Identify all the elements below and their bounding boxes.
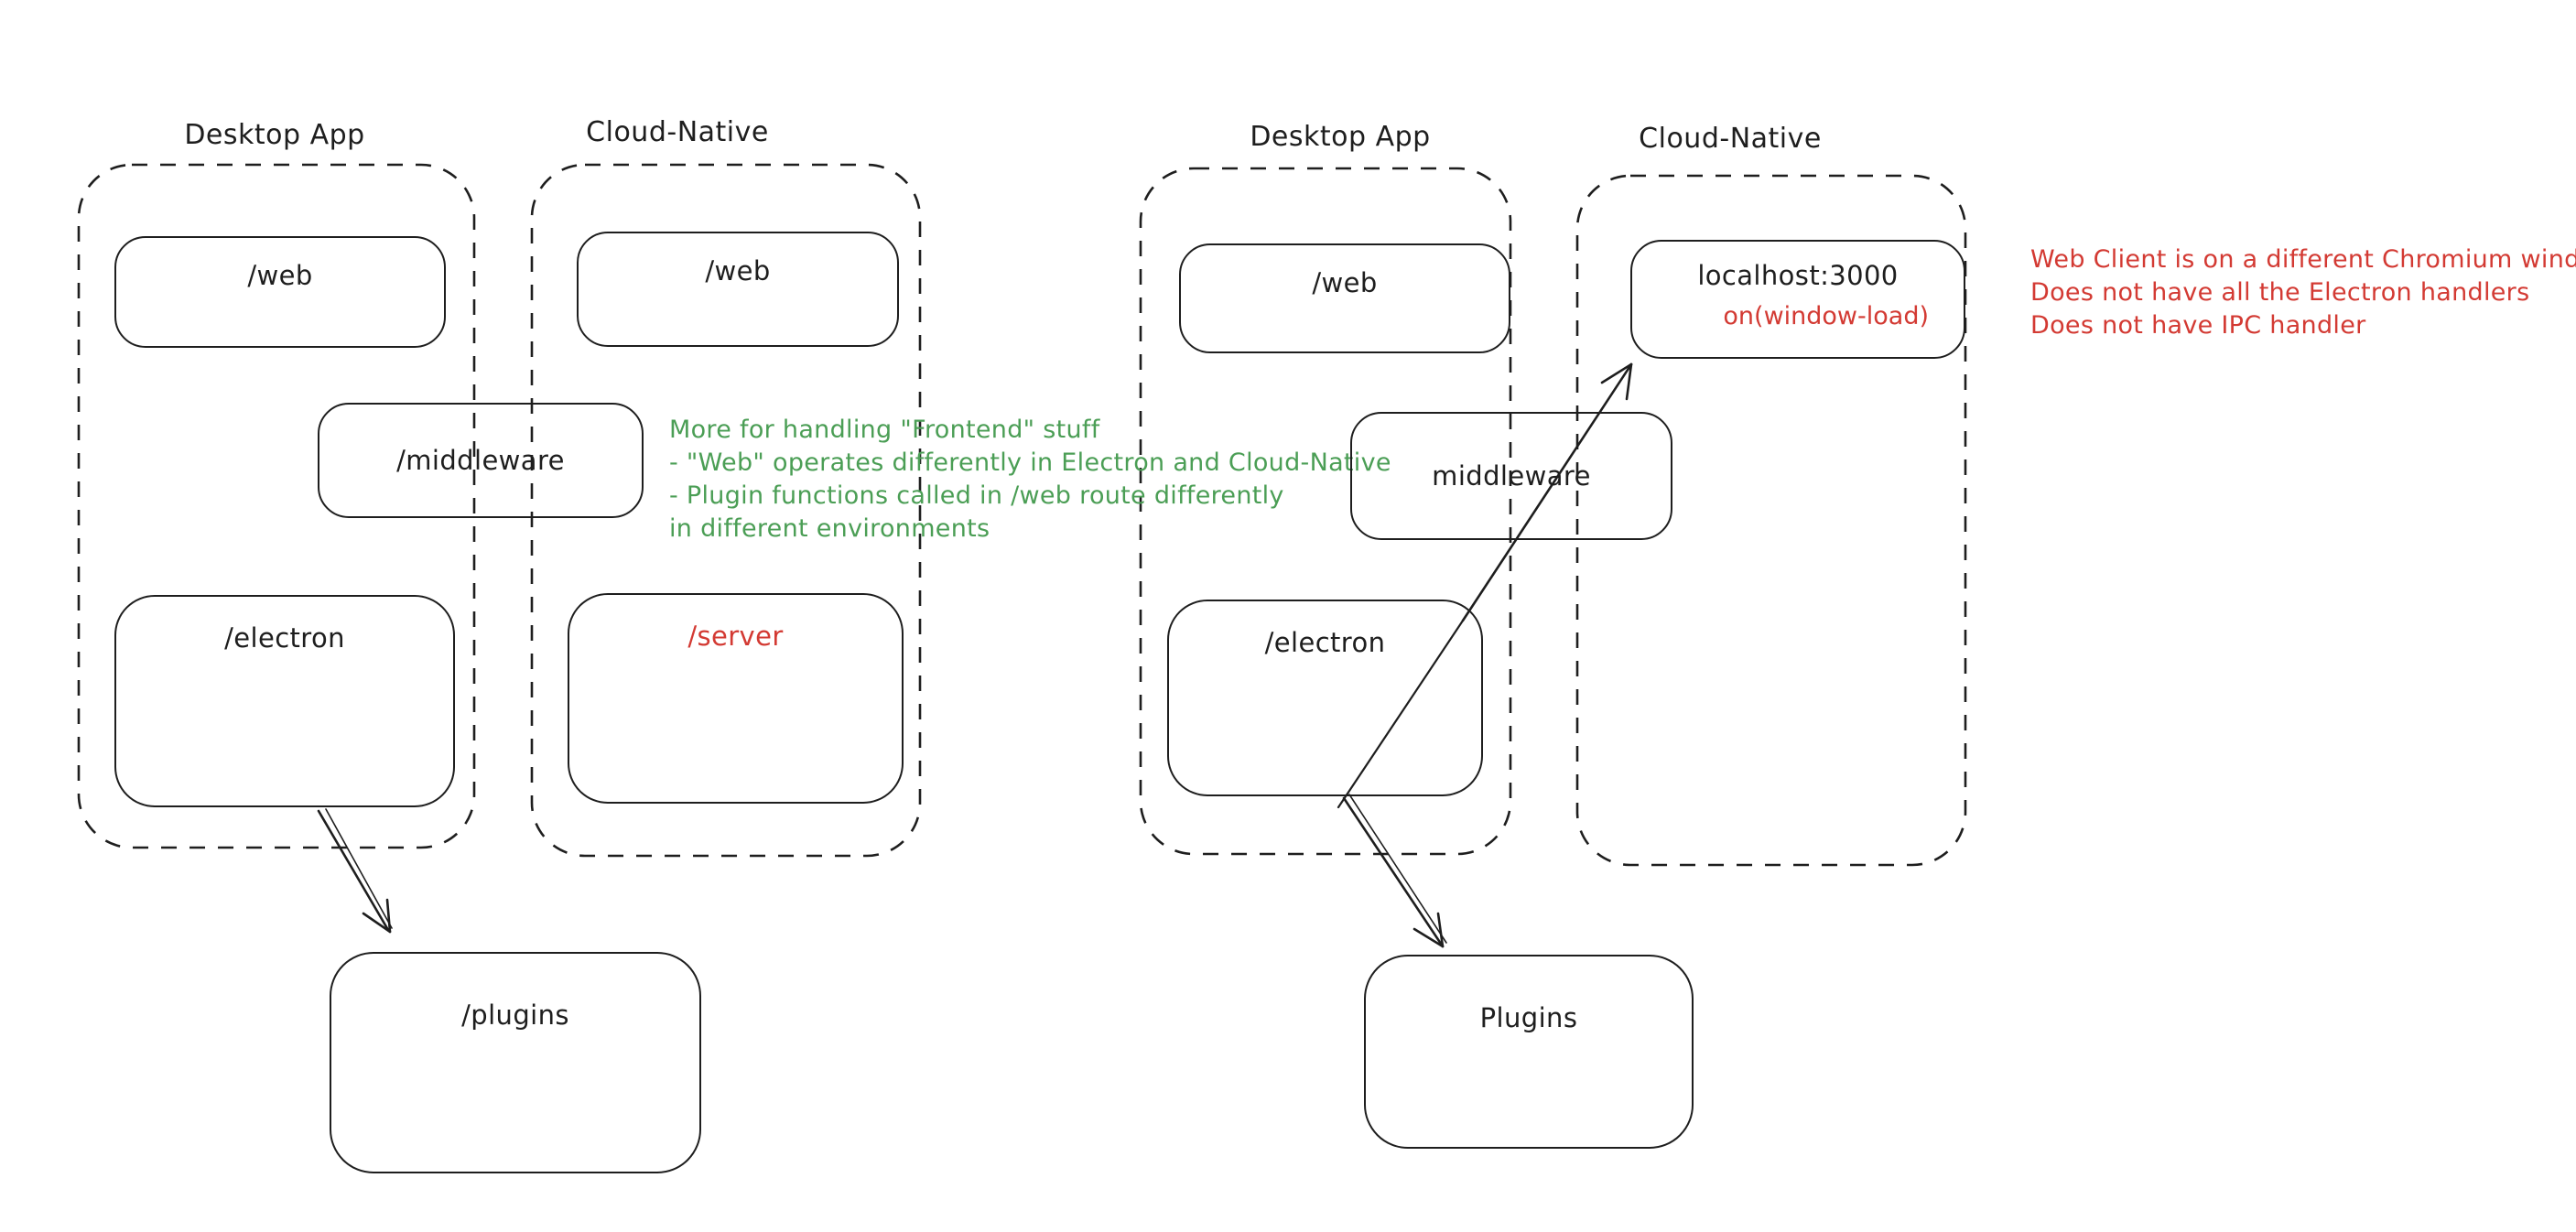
left-server-box-label: /server	[687, 621, 784, 652]
right-web-box: /web	[1179, 243, 1510, 353]
red-annotation: Web Client is on a different Chromium wi…	[2030, 243, 2576, 342]
arrow-left-electron-to-plugins-icon	[317, 808, 393, 934]
left-middleware-box-label: /middleware	[396, 445, 565, 476]
right-plugins-box-label: Plugins	[1479, 1002, 1578, 1033]
left-middleware-box: /middleware	[318, 403, 644, 518]
right-web-box-label: /web	[1312, 267, 1378, 298]
right-localhost-box: localhost:3000 on(window-load)	[1630, 240, 1965, 359]
left-plugins-box-label: /plugins	[461, 1000, 569, 1031]
arrow-right-electron-to-plugins-icon	[1342, 794, 1447, 948]
left-server-box: /server	[568, 593, 904, 804]
green-annotation: More for handling "Frontend" stuff - "We…	[669, 414, 1391, 546]
right-cloud-native-container	[1575, 174, 1967, 867]
right-electron-box-label: /electron	[1264, 627, 1386, 658]
red-annotation-line: Does not have IPC handler	[2030, 311, 2366, 340]
arrow-right-electron-to-localhost-icon	[1337, 362, 1633, 809]
left-electron-box: /electron	[114, 595, 455, 807]
left-web-desktop-box: /web	[114, 236, 446, 348]
red-annotation-line: Web Client is on a different Chromium wi…	[2030, 245, 2576, 274]
left-cloud-native-label: Cloud-Native	[586, 116, 769, 148]
left-plugins-box: /plugins	[330, 952, 701, 1173]
left-web-desktop-box-label: /web	[247, 260, 313, 291]
right-electron-box: /electron	[1167, 600, 1483, 796]
green-annotation-line: - "Web" operates differently in Electron…	[669, 448, 1391, 477]
left-cloud-native-container	[530, 163, 922, 858]
right-plugins-box: Plugins	[1364, 955, 1694, 1149]
right-cloud-native-label: Cloud-Native	[1639, 123, 1822, 155]
right-desktop-app-container	[1139, 167, 1512, 856]
right-desktop-app-label: Desktop App	[1250, 121, 1431, 153]
left-web-cloud-box: /web	[577, 232, 899, 347]
left-web-cloud-box-label: /web	[705, 255, 771, 286]
green-annotation-line: More for handling "Frontend" stuff	[669, 416, 1100, 444]
right-localhost-box-label: localhost:3000	[1697, 260, 1899, 291]
left-electron-box-label: /electron	[224, 622, 345, 654]
red-annotation-line: Does not have all the Electron handlers	[2030, 278, 2530, 307]
right-localhost-box-sublabel: on(window-load)	[1723, 302, 1929, 330]
green-annotation-line: - Plugin functions called in /web route …	[669, 481, 1284, 510]
left-desktop-app-label: Desktop App	[184, 119, 365, 151]
left-desktop-app-container	[77, 163, 476, 849]
green-annotation-line: in different environments	[669, 514, 990, 543]
